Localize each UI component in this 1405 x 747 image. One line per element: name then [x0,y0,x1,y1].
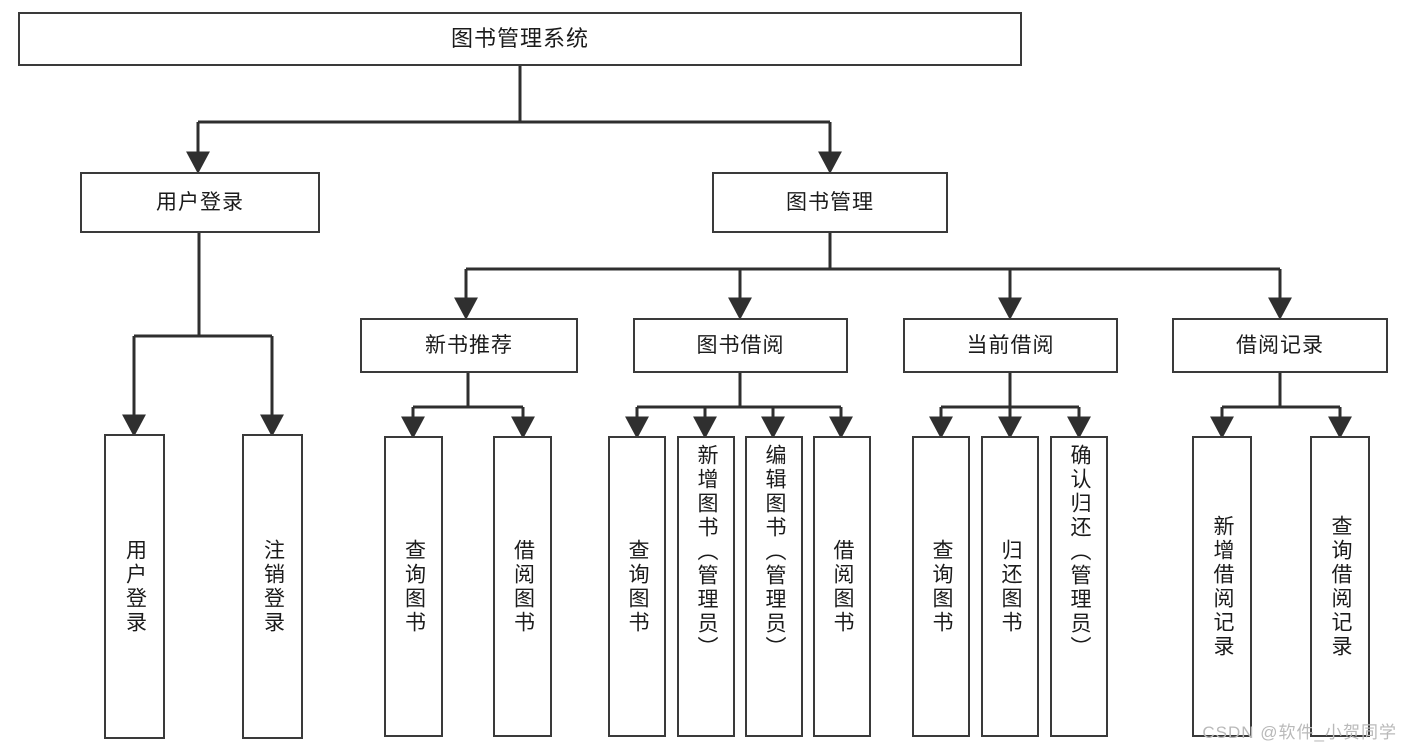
node-label: 借阅记录 [1236,333,1324,357]
node-label: 借阅图书 [511,538,535,635]
node-label: 确认归还（管理员） [1068,444,1092,660]
node-label: 图书借阅 [696,333,785,357]
node-leaf-borrow-book-1[interactable]: 借阅图书 [493,436,552,737]
node-label: 新增图书（管理员） [695,444,719,660]
node-label: 当前借阅 [966,333,1055,357]
node-label: 用户登录 [123,538,147,635]
node-leaf-add-record[interactable]: 新增借阅记录 [1192,436,1252,737]
node-leaf-query-book-2[interactable]: 查询图书 [608,436,666,737]
node-label: 图书管理系统 [450,25,589,51]
node-label: 编辑图书（管理员） [763,444,787,660]
node-book-borrow[interactable]: 图书借阅 [633,318,848,373]
node-leaf-query-book-1[interactable]: 查询图书 [384,436,443,737]
node-label: 查询借阅记录 [1329,514,1353,659]
node-new-book-recommend[interactable]: 新书推荐 [360,318,578,373]
node-leaf-confirm-return[interactable]: 确认归还（管理员） [1050,436,1108,737]
node-label: 用户登录 [156,190,244,214]
node-leaf-query-record[interactable]: 查询借阅记录 [1310,436,1370,737]
node-leaf-return-book[interactable]: 归还图书 [981,436,1039,737]
node-book-manage[interactable]: 图书管理 [712,172,948,233]
node-borrow-record[interactable]: 借阅记录 [1172,318,1388,373]
node-label: 归还图书 [999,538,1023,635]
node-current-borrow[interactable]: 当前借阅 [903,318,1118,373]
node-leaf-add-book[interactable]: 新增图书（管理员） [677,436,735,737]
node-leaf-query-book-3[interactable]: 查询图书 [912,436,970,737]
node-leaf-borrow-book-2[interactable]: 借阅图书 [813,436,871,737]
node-label: 新增借阅记录 [1211,514,1235,659]
node-label: 注销登录 [261,538,285,635]
node-leaf-logout[interactable]: 注销登录 [242,434,303,739]
node-root-system[interactable]: 图书管理系统 [18,12,1022,66]
watermark-label: CSDN @软件_小贺同学 [1202,723,1397,742]
node-label: 图书管理 [786,190,874,214]
node-label: 查询图书 [626,538,650,635]
node-label: 查询图书 [930,538,954,635]
node-user-login[interactable]: 用户登录 [80,172,320,233]
node-leaf-user-login[interactable]: 用户登录 [104,434,165,739]
node-label: 查询图书 [402,538,426,635]
node-label: 借阅图书 [831,538,855,635]
node-leaf-edit-book[interactable]: 编辑图书（管理员） [745,436,803,737]
node-label: 新书推荐 [425,333,513,357]
